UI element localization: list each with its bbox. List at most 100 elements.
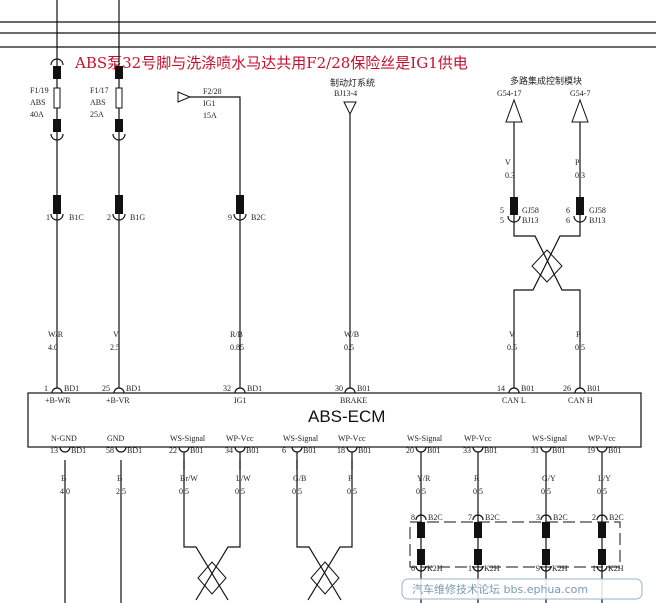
svg-text:5: 5 (500, 206, 504, 215)
terminal (417, 522, 425, 538)
pin-number: 3 (536, 513, 540, 522)
pin-number: 1 (468, 564, 472, 573)
svg-text:B01: B01 (587, 384, 600, 393)
pin-socket (415, 514, 427, 521)
fuse-f2-28-circuit: F2/28 IG1 15A 9 B2C (177, 87, 266, 388)
fuse-id: F2/28 (203, 87, 222, 96)
wire-color: Br/W (180, 474, 198, 483)
fuse-id: F1/19 (30, 86, 49, 95)
svg-text:CAN L: CAN L (502, 396, 526, 405)
connector-id: B2C (553, 513, 568, 522)
svg-text:BD1: BD1 (247, 384, 262, 393)
pin-socket (234, 446, 246, 453)
svg-text:30: 30 (335, 384, 343, 393)
connector-id: K2H (552, 564, 568, 573)
pin-label: GND (107, 434, 125, 443)
connector-id: G54-7 (570, 89, 590, 98)
brake-circuit: 制动灯系统 BJ13-4 (330, 77, 375, 388)
pin-socket (540, 446, 552, 453)
pin-socket (415, 446, 427, 453)
svg-text:0.3: 0.3 (505, 171, 515, 180)
svg-text:GJ58: GJ58 (589, 206, 606, 215)
pin-number: 22 (169, 446, 177, 455)
svg-text:5: 5 (500, 216, 504, 225)
fuse-rating: 15A (203, 111, 217, 120)
svg-text:4.0: 4.0 (48, 343, 58, 352)
terminal (474, 522, 482, 538)
wire-color: P (348, 474, 353, 483)
pin-label: WP-Vcc (338, 434, 366, 443)
terminal (598, 549, 606, 565)
connector-id: B2C (428, 513, 443, 522)
pin-number: 2 (592, 513, 596, 522)
pin-number: 13 (50, 446, 58, 455)
connector-id: B1C (69, 213, 84, 222)
svg-text:0.5: 0.5 (575, 343, 585, 352)
connector-id: B01 (246, 446, 259, 455)
pin-number: 6 (411, 564, 415, 573)
svg-text:B01: B01 (357, 384, 370, 393)
connector-id: B01 (303, 446, 316, 455)
pin-number: 9 (228, 213, 232, 222)
pin-label: WS-Signal (283, 434, 319, 443)
pin-label: WP-Vcc (464, 434, 492, 443)
pin-number: 9 (536, 564, 540, 573)
connector-id: B01 (358, 446, 371, 455)
pin-number: 8 (411, 513, 415, 522)
pin-socket (540, 514, 552, 521)
connector-group-box (409, 521, 621, 568)
svg-text:汽车维修技术论坛 bbs.ephua.com: 汽车维修技术论坛 bbs.ephua.com (412, 582, 588, 596)
fuse-name: IG1 (203, 99, 215, 108)
pin-number: 6 (282, 446, 286, 455)
svg-text:GJ58: GJ58 (522, 206, 539, 215)
connector-id: B01 (427, 446, 440, 455)
svg-text:CAN H: CAN H (568, 396, 593, 405)
svg-text:+B-WR: +B-WR (45, 396, 71, 405)
pin-label: WP-Vcc (226, 434, 254, 443)
svg-text:V: V (505, 158, 511, 167)
svg-text:2.5: 2.5 (110, 343, 120, 352)
svg-text:0.85: 0.85 (230, 343, 244, 352)
svg-text:+B-VR: +B-VR (106, 396, 130, 405)
wire-color: G/Y (542, 474, 556, 483)
svg-text:P: P (575, 158, 580, 167)
pin-label: WP-Vcc (588, 434, 616, 443)
fuse-f1-19-circuit: F1/19 ABS 40A 1 B1C (30, 0, 84, 388)
svg-text:BD1: BD1 (64, 384, 79, 393)
pin-number: 34 (225, 446, 233, 455)
wire-color: G/B (293, 474, 306, 483)
connector-id: B01 (484, 446, 497, 455)
svg-text:0.5: 0.5 (507, 343, 517, 352)
svg-text:6: 6 (566, 206, 570, 215)
terminal (474, 549, 482, 565)
connector-id: B01 (190, 446, 203, 455)
connector-id: B01 (608, 446, 621, 455)
svg-text:26: 26 (563, 384, 571, 393)
svg-text:BD1: BD1 (126, 384, 141, 393)
fuse-name: ABS (30, 98, 46, 107)
svg-text:BJ13: BJ13 (522, 216, 538, 225)
svg-text:6: 6 (566, 216, 570, 225)
svg-text:14: 14 (497, 384, 505, 393)
pin-socket (346, 446, 358, 453)
wire-color: L/W (236, 474, 251, 483)
connector-id: BD1 (127, 446, 142, 455)
connector-id: G54-17 (497, 89, 521, 98)
connector-id: K2H (484, 564, 500, 573)
pin-label: WS-Signal (407, 434, 443, 443)
wire-color: R (474, 474, 480, 483)
fuse-rating: 40A (30, 110, 44, 119)
pin-socket (59, 446, 71, 453)
fuse-id: F1/17 (90, 86, 109, 95)
pin-socket (291, 446, 303, 453)
svg-text:32: 32 (223, 384, 231, 393)
svg-text:IG1: IG1 (234, 396, 246, 405)
fuse-rating: 25A (90, 110, 104, 119)
wire-color: Y/R (417, 474, 431, 483)
